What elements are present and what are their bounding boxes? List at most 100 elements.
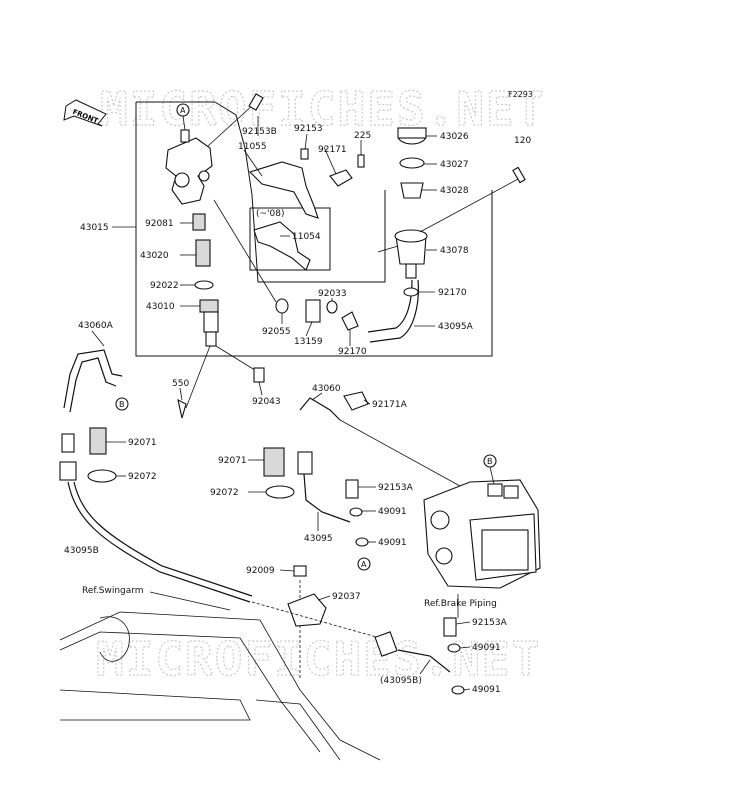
screw-225-icon bbox=[357, 154, 365, 168]
callout-b-left-label: B bbox=[119, 400, 125, 409]
part-label: 550 bbox=[172, 379, 189, 389]
part-label: 92170 bbox=[438, 288, 467, 298]
clamp-92072b-icon bbox=[265, 485, 295, 499]
part-label: 43015 bbox=[80, 223, 109, 233]
pin-550-icon bbox=[177, 398, 187, 419]
part-label: 92071 bbox=[128, 438, 157, 448]
part-label: 49091 bbox=[378, 507, 407, 517]
bracket-11054-icon bbox=[253, 221, 311, 271]
swingarm-reference-icon bbox=[59, 611, 381, 761]
diaphragm-43028-icon bbox=[400, 182, 424, 199]
oring-92055-icon bbox=[275, 298, 289, 314]
abs-unit-icon bbox=[423, 479, 541, 589]
part-label: 43028 bbox=[440, 186, 469, 196]
part-label: 92043 bbox=[252, 397, 281, 407]
clip-92170b-icon bbox=[341, 311, 359, 331]
part-label: 92153A bbox=[378, 483, 414, 493]
clamp-92037-icon bbox=[287, 593, 327, 627]
part-label: 43095B bbox=[64, 546, 99, 556]
part-label: 92071 bbox=[218, 456, 247, 466]
hose-fitting-right-icon bbox=[374, 631, 398, 657]
part-label: 92072 bbox=[128, 472, 157, 482]
grommet-92071a-icon bbox=[89, 427, 107, 455]
assembly-frame bbox=[135, 102, 493, 357]
part-label: 92033 bbox=[318, 289, 347, 299]
part-label: 43010 bbox=[146, 302, 175, 312]
callout-b-right-label: B bbox=[487, 457, 493, 466]
part-label: 11055 bbox=[238, 142, 267, 152]
part-label: 225 bbox=[354, 131, 371, 141]
ref-swingarm: Ref.Swingarm bbox=[82, 586, 144, 596]
hose-fitting-left-icon bbox=[59, 461, 77, 481]
washer-92022-icon bbox=[194, 280, 214, 290]
part-label: 120 bbox=[514, 136, 531, 146]
callout-a-top-label: A bbox=[180, 106, 186, 115]
hose-43060a-icon bbox=[63, 349, 123, 409]
part-label: 92072 bbox=[210, 488, 239, 498]
clamp-92072a-icon bbox=[87, 469, 117, 483]
part-label: 43027 bbox=[440, 160, 469, 170]
part-label: 49091 bbox=[472, 685, 501, 695]
part-label: 13159 bbox=[294, 337, 323, 347]
bracket-11055-icon bbox=[248, 161, 319, 219]
part-label: 43078 bbox=[440, 246, 469, 256]
callout-a-bottom-label: A bbox=[361, 560, 367, 569]
part-label: 49091 bbox=[472, 643, 501, 653]
hose-43060-icon bbox=[299, 397, 341, 421]
screw-92153-icon bbox=[300, 148, 309, 160]
year-note: (~'08) bbox=[256, 209, 285, 219]
clip-92170a-icon bbox=[403, 287, 419, 297]
master-cylinder-icon bbox=[165, 129, 213, 205]
washer-49091a-icon bbox=[349, 507, 363, 517]
part-label: (43095B) bbox=[380, 676, 422, 686]
callout-b-left bbox=[115, 397, 129, 411]
part-label: 49091 bbox=[378, 538, 407, 548]
callout-a-bottom bbox=[357, 557, 371, 571]
hose-43095b-icon bbox=[67, 481, 251, 603]
bolt-92153aa-icon bbox=[345, 479, 359, 499]
part-label: 92153 bbox=[294, 124, 323, 134]
hose-fitting-mid-icon bbox=[297, 451, 313, 475]
part-label: 92153A bbox=[472, 618, 508, 628]
part-label: 43060 bbox=[312, 384, 341, 394]
part-label: 11054 bbox=[292, 232, 321, 242]
part-label: 92153B bbox=[242, 127, 277, 137]
washer-49091c-icon bbox=[447, 643, 461, 653]
watermark-top: MICROFICHES.NET bbox=[100, 82, 545, 136]
pushrod-43010-icon bbox=[199, 299, 219, 347]
part-label: 92171A bbox=[372, 400, 408, 410]
spring-92081-icon bbox=[192, 213, 206, 231]
bolt-92153ab-icon bbox=[443, 617, 457, 637]
part-label: 43060A bbox=[78, 321, 114, 331]
part-label: 43020 bbox=[140, 251, 169, 261]
part-label: 92055 bbox=[262, 327, 291, 337]
fitting-13159-icon bbox=[305, 299, 321, 323]
grommet-92071b-icon bbox=[263, 447, 285, 477]
part-label: 92081 bbox=[145, 219, 174, 229]
clamp-92171a-icon bbox=[343, 391, 369, 411]
watermark-bottom: MICROFICHES.NET bbox=[96, 632, 541, 686]
part-label: 92022 bbox=[150, 281, 179, 291]
bracket-frame bbox=[214, 101, 386, 283]
fitting-left-icon bbox=[61, 433, 75, 453]
washer-49091b-icon bbox=[355, 537, 369, 547]
part-label: 92170 bbox=[338, 347, 367, 357]
part-label: 92009 bbox=[246, 566, 275, 576]
plate-43027-icon bbox=[399, 157, 425, 169]
washer-92033-icon bbox=[326, 300, 338, 314]
hose-43095b-right-icon bbox=[397, 649, 451, 673]
hose-43095-icon bbox=[303, 473, 351, 523]
part-label: 43095A bbox=[438, 322, 474, 332]
pin-92043-icon bbox=[253, 367, 265, 383]
reservoir-43078-icon bbox=[394, 229, 428, 279]
part-label: 43095 bbox=[304, 534, 333, 544]
part-label: 92037 bbox=[332, 592, 361, 602]
washer-49091d-icon bbox=[451, 685, 465, 695]
piston-43020-icon bbox=[195, 239, 211, 267]
bolt-120-icon bbox=[512, 166, 526, 184]
hose-43095a-icon bbox=[367, 279, 413, 333]
clamp-92171-icon bbox=[329, 169, 353, 187]
part-label: 43026 bbox=[440, 132, 469, 142]
figure-code: F2293 bbox=[508, 90, 533, 99]
